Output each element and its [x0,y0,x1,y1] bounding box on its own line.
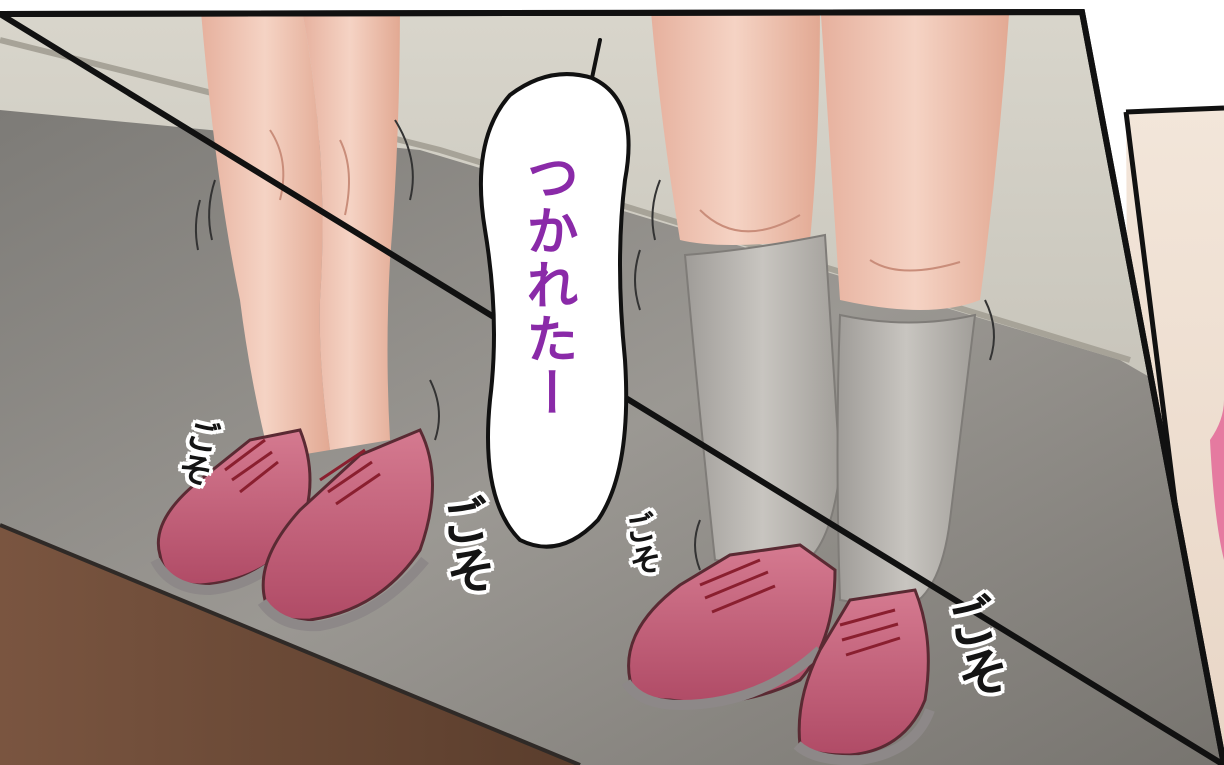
left-person-shoes [150,428,434,632]
speech-bubble-text: つかれたー [517,150,577,420]
motion-lines [194,119,995,571]
right-person-legs [650,12,1010,612]
left-person-legs [200,12,400,460]
speech-bubble [478,38,631,549]
sound-effect-rustle: ごそ [428,492,500,600]
right-person-shoes [621,543,935,765]
